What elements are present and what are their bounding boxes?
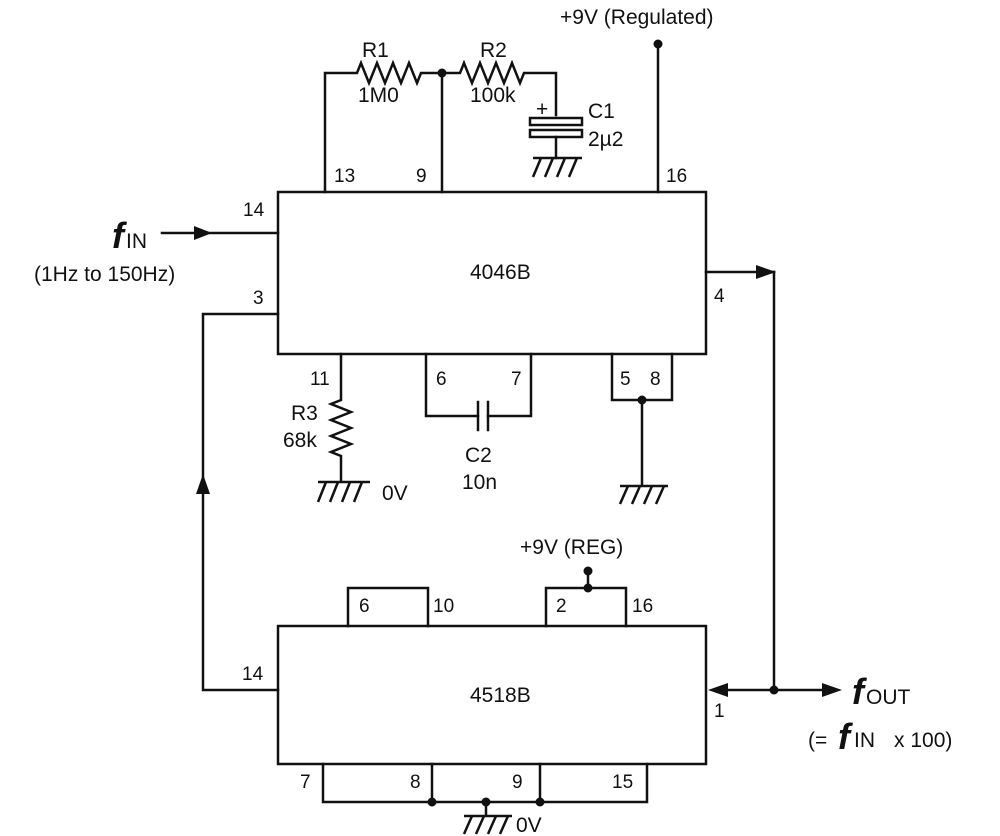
pins-5-8-ground [610, 352, 674, 505]
pin-9-label: 9 [416, 166, 427, 187]
pin-4-label: 4 [714, 286, 725, 307]
fout-sub: OUT [866, 686, 911, 709]
supply-reg-label: +9V (REG) [520, 536, 623, 559]
vco-output-net [704, 265, 842, 697]
input-fin: f IN (1Hz to 150Hz) [34, 215, 280, 286]
pin-16-label: 16 [666, 166, 687, 187]
resistor-r3: R3 68k [283, 352, 355, 482]
supply-top: +9V (Regulated) [560, 6, 714, 194]
ic2-pin-14-label: 14 [242, 664, 264, 685]
pin4-arrow-icon [756, 265, 776, 279]
ic-4518b-label: 4518B [470, 684, 531, 707]
fout-formula-f: f [838, 716, 853, 757]
capacitor-c2: C2 10n [424, 352, 533, 494]
fin-arrow-icon [194, 226, 212, 240]
resistor-r2: R2 100k [440, 39, 558, 117]
fout-f: f [852, 671, 867, 712]
r1-ref-label: R1 [362, 39, 389, 62]
r2-ref-label: R2 [480, 39, 507, 62]
fin-f: f [112, 215, 127, 256]
bottom-ground-net: 0V [321, 762, 649, 836]
ground-r3-label: 0V [382, 482, 408, 505]
c1-value-label: 2µ2 [588, 128, 623, 151]
ic2-pin-2-label: 2 [556, 596, 567, 617]
ic2-pin-9-label: 9 [512, 772, 523, 793]
ic-4046b-label: 4046B [470, 261, 531, 284]
ic-4518b: 4518B 6 10 2 16 14 1 7 8 9 15 [242, 596, 725, 793]
fin-sub: IN [126, 230, 147, 253]
ic2-pin-8-label: 8 [410, 772, 421, 793]
feedback-arrow-icon [196, 474, 210, 494]
ground-c1 [531, 156, 582, 178]
feedback-net [196, 312, 280, 692]
ground-r3: 0V [316, 480, 408, 505]
pin-6-label: 6 [436, 369, 447, 390]
fout-arrow-icon [822, 683, 842, 697]
r3-value-label: 68k [283, 429, 317, 452]
pin-8-label: 8 [650, 369, 661, 390]
c2-ref-label: C2 [465, 444, 492, 467]
ic2-pin-6-label: 6 [359, 596, 370, 617]
fin-range-label: (1Hz to 150Hz) [34, 263, 175, 286]
pin-3-label: 3 [253, 288, 264, 309]
ic2-pin-10-label: 10 [433, 596, 454, 617]
supply-regulated-label: +9V (Regulated) [560, 6, 714, 29]
fout-formula-sub: IN [854, 729, 875, 752]
fout-formula-suffix: x 100) [894, 729, 952, 752]
r1-value-label: 1M0 [358, 84, 399, 107]
output-fout: f OUT (= f IN x 100) [808, 671, 952, 757]
pin-14-label: 14 [243, 200, 265, 221]
fout-formula-prefix: (= [808, 729, 827, 752]
pin-5-label: 5 [620, 369, 631, 390]
ic2-pin-1-label: 1 [714, 701, 725, 722]
c1-ref-label: C1 [588, 100, 615, 123]
pin-7-label: 7 [511, 369, 522, 390]
ground-bottom-label: 0V [516, 814, 542, 836]
c2-value-label: 10n [462, 471, 497, 494]
pin1-arrow-icon [708, 683, 728, 697]
resistor-r1: R1 1M0 [323, 39, 444, 194]
r3-ref-label: R3 [291, 402, 318, 425]
pin-11-label: 11 [310, 369, 330, 390]
c1-polarity: + [536, 98, 548, 121]
ic2-pin-7-label: 7 [300, 772, 311, 793]
pin-13-label: 13 [334, 166, 355, 187]
capacitor-c1: + C1 2µ2 [528, 98, 623, 160]
ic2-pin-16-label: 16 [632, 596, 653, 617]
ic-4046b: 4046B 13 9 16 14 3 4 11 6 7 5 8 [243, 166, 725, 390]
link-6-10 [346, 586, 430, 628]
ic2-pin-15-label: 15 [612, 772, 633, 793]
supply-reg: +9V (REG) [520, 536, 628, 628]
r2-value-label: 100k [470, 84, 516, 107]
